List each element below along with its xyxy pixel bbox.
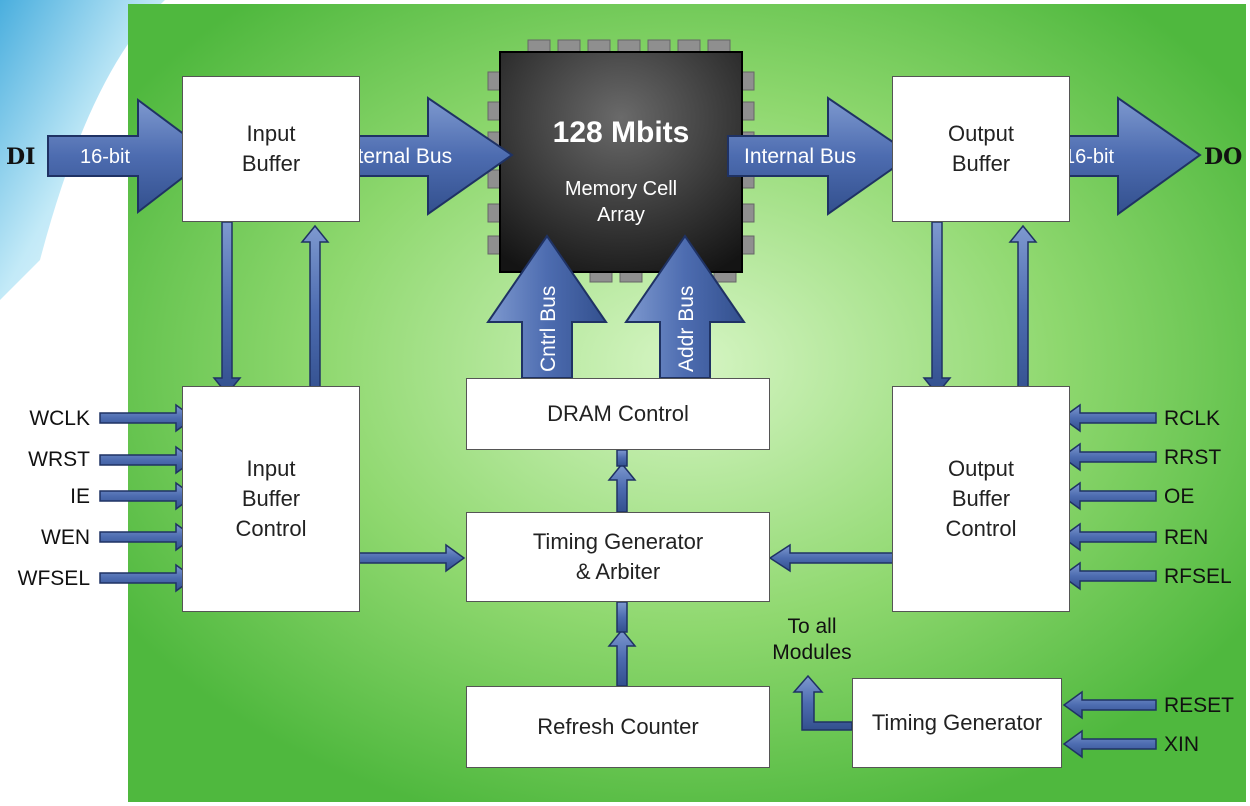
to-all-modules-arrow <box>792 674 853 731</box>
ibc-to-tga-arrow <box>343 543 466 573</box>
signal-wen: WEN <box>41 526 90 549</box>
refresh-to-tga-arrow <box>607 628 637 687</box>
timing-generator-arbiter: Timing Generator & Arbiter <box>466 512 770 602</box>
do-label: DO <box>1204 144 1243 170</box>
signal-xin: XIN <box>1164 733 1200 756</box>
signal-ie: IE <box>70 485 90 508</box>
memory-label-line1: Memory Cell <box>565 178 677 200</box>
cntrl-bus-arrow <box>486 234 608 379</box>
tga-to-dram-stem <box>616 449 628 467</box>
memory-label-line2: Array <box>597 204 645 226</box>
signal-wrst: WRST <box>28 448 90 471</box>
write-signal-arrows <box>99 403 196 593</box>
signal-wclk: WCLK <box>29 407 90 430</box>
tga-to-dram-arrow <box>607 462 637 513</box>
internal-bus-out-arrow <box>727 96 914 216</box>
signal-rfsel: RFSEL <box>1164 565 1232 588</box>
refresh-counter: Refresh Counter <box>466 686 770 768</box>
internal-bus-out-label: Internal Bus <box>744 145 856 168</box>
signal-rrst: RRST <box>1164 446 1222 469</box>
read-signal-arrows <box>1060 403 1157 759</box>
signal-rclk: RCLK <box>1164 407 1221 430</box>
input-16bit-label: 16-bit <box>80 146 130 168</box>
output-buffer-control: Output Buffer Control <box>892 386 1070 612</box>
memory-chip <box>499 51 743 273</box>
addr-bus-label: Addr Bus <box>675 286 698 372</box>
signal-wfsel: WFSEL <box>17 567 90 590</box>
corner-glow <box>0 0 165 300</box>
input-buffer-up-arrow <box>300 224 330 399</box>
input-16bit-arrow <box>47 98 214 215</box>
signal-ren: REN <box>1164 526 1209 549</box>
output-16bit-label: 16-bit <box>1064 146 1114 168</box>
input-buffer: Input Buffer <box>182 76 360 222</box>
refresh-to-tga-stem <box>616 601 628 633</box>
timing-generator: Timing Generator <box>852 678 1062 768</box>
addr-bus-arrow <box>624 234 746 379</box>
di-label: DI <box>6 144 36 170</box>
obc-to-tga-arrow <box>768 543 897 573</box>
control-bus-arrows <box>486 234 746 379</box>
data-path-arrows <box>47 96 1202 216</box>
cntrl-bus-label: Cntrl Bus <box>537 286 560 372</box>
memory-capacity: 128 Mbits <box>553 116 690 149</box>
input-buffer-control: Input Buffer Control <box>182 386 360 612</box>
signal-reset: RESET <box>1164 694 1235 717</box>
signal-oe: OE <box>1164 485 1195 508</box>
output-buffer-up-arrow <box>1008 224 1038 399</box>
output-buffer: Output Buffer <box>892 76 1070 222</box>
to-all-modules-note: To all Modules <box>772 615 852 664</box>
internal-bus-in-label: Internal Bus <box>340 145 452 168</box>
dram-control: DRAM Control <box>466 378 770 450</box>
